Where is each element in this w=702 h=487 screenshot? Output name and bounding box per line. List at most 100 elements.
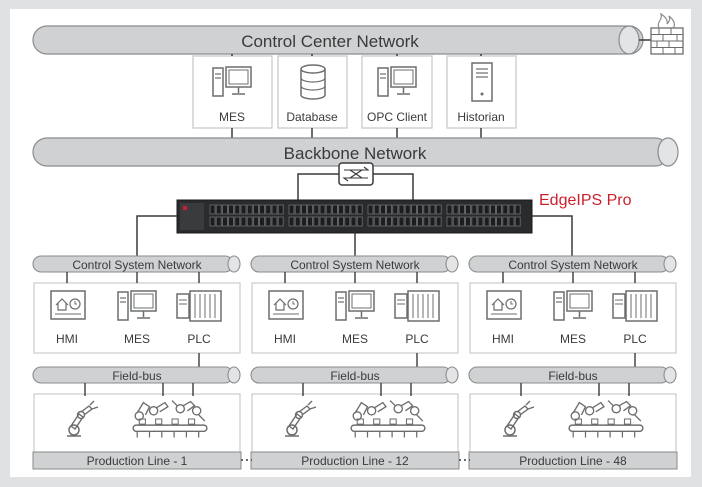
fieldbus-label: Field-bus [330, 369, 379, 383]
port-icon [344, 216, 351, 227]
port-icon [496, 216, 503, 227]
port-icon [489, 204, 496, 215]
port-icon [356, 204, 363, 215]
pipe-end [663, 366, 677, 384]
edgeips-pro-device [176, 199, 533, 234]
port-icon [404, 204, 411, 215]
port-icon [458, 216, 465, 227]
production-line-label: Production Line - 1 [87, 454, 188, 468]
port-icon [215, 216, 222, 227]
port-icon [246, 216, 253, 227]
port-icon [452, 216, 459, 227]
port-icon [508, 216, 515, 227]
port-icon [234, 216, 241, 227]
control-system-network-label: Control System Network [290, 258, 420, 272]
port-icon [471, 216, 478, 227]
port-icon [458, 204, 465, 215]
port-icon [446, 216, 453, 227]
port-icon [514, 216, 521, 227]
port-icon [465, 216, 472, 227]
production-area [33, 393, 241, 453]
device-label-mes: MES [342, 332, 368, 346]
port-icon [331, 204, 338, 215]
server-mes-label: MES [219, 110, 245, 124]
port-icon [228, 216, 235, 227]
port-icon [367, 204, 374, 215]
pipe-end [227, 366, 241, 384]
port-icon [240, 216, 247, 227]
port-icon [477, 216, 484, 227]
port-icon [277, 216, 284, 227]
port-icon [331, 216, 338, 227]
port-icon [313, 204, 320, 215]
server-database-box: Database [277, 55, 348, 129]
port-icon [398, 216, 405, 227]
port-icon [373, 204, 380, 215]
port-icon [234, 204, 241, 215]
fieldbus-label: Field-bus [112, 369, 161, 383]
port-icon [252, 216, 259, 227]
port-icon [483, 204, 490, 215]
port-icon [325, 204, 332, 215]
port-icon [325, 216, 332, 227]
pipe-end [227, 255, 241, 273]
port-icon [252, 204, 259, 215]
firewall-icon [650, 12, 684, 55]
server-connectors [231, 54, 482, 138]
edgeips-pro-label: EdgeIPS Pro [539, 192, 632, 209]
port-icon [471, 204, 478, 215]
port-icon [429, 216, 436, 227]
port-icon [410, 204, 417, 215]
port-icon [265, 216, 272, 227]
port-icon [313, 216, 320, 227]
switch-uplinks [297, 173, 414, 200]
device-label-plc: PLC [187, 332, 211, 346]
port-icon [271, 204, 278, 215]
pipe-end [663, 255, 677, 273]
port-icon [477, 204, 484, 215]
port-icon [398, 204, 405, 215]
port-icon [429, 204, 436, 215]
device-label-plc: PLC [623, 332, 647, 346]
port-icon [307, 204, 314, 215]
port-icon [209, 216, 216, 227]
port-icon [259, 204, 266, 215]
server-historian-box: Historian [446, 55, 517, 129]
device-label-hmi: HMI [56, 332, 78, 346]
port-icon [489, 216, 496, 227]
device-label-plc: PLC [405, 332, 429, 346]
port-icon [300, 204, 307, 215]
server-opc-client-box: OPC Client [361, 55, 433, 129]
port-icon [221, 204, 228, 215]
device-label-mes: MES [560, 332, 586, 346]
port-icon [356, 216, 363, 227]
port-icon [435, 216, 442, 227]
port-icon [288, 216, 295, 227]
device-label-mes: MES [124, 332, 150, 346]
port-icon [259, 216, 266, 227]
port-icon [417, 216, 424, 227]
port-icon [277, 204, 284, 215]
server-historian-label: Historian [457, 110, 504, 124]
control-center-network-label: Control Center Network [241, 32, 419, 51]
server-database-label: Database [286, 110, 338, 124]
port-icon [344, 204, 351, 215]
server-opc-client-label: OPC Client [367, 110, 428, 124]
port-icon [508, 204, 515, 215]
port-icon [435, 204, 442, 215]
port-icon [307, 216, 314, 227]
port-icon [246, 204, 253, 215]
control-system-network-label: Control System Network [508, 258, 638, 272]
backbone-network-pipe: Backbone Network [32, 137, 679, 167]
port-icon [338, 204, 345, 215]
port-icon [502, 204, 509, 215]
switch-small-icon [338, 162, 374, 186]
port-icon [209, 204, 216, 215]
port-icon [294, 216, 301, 227]
production-area [251, 393, 459, 453]
port-icon [417, 204, 424, 215]
